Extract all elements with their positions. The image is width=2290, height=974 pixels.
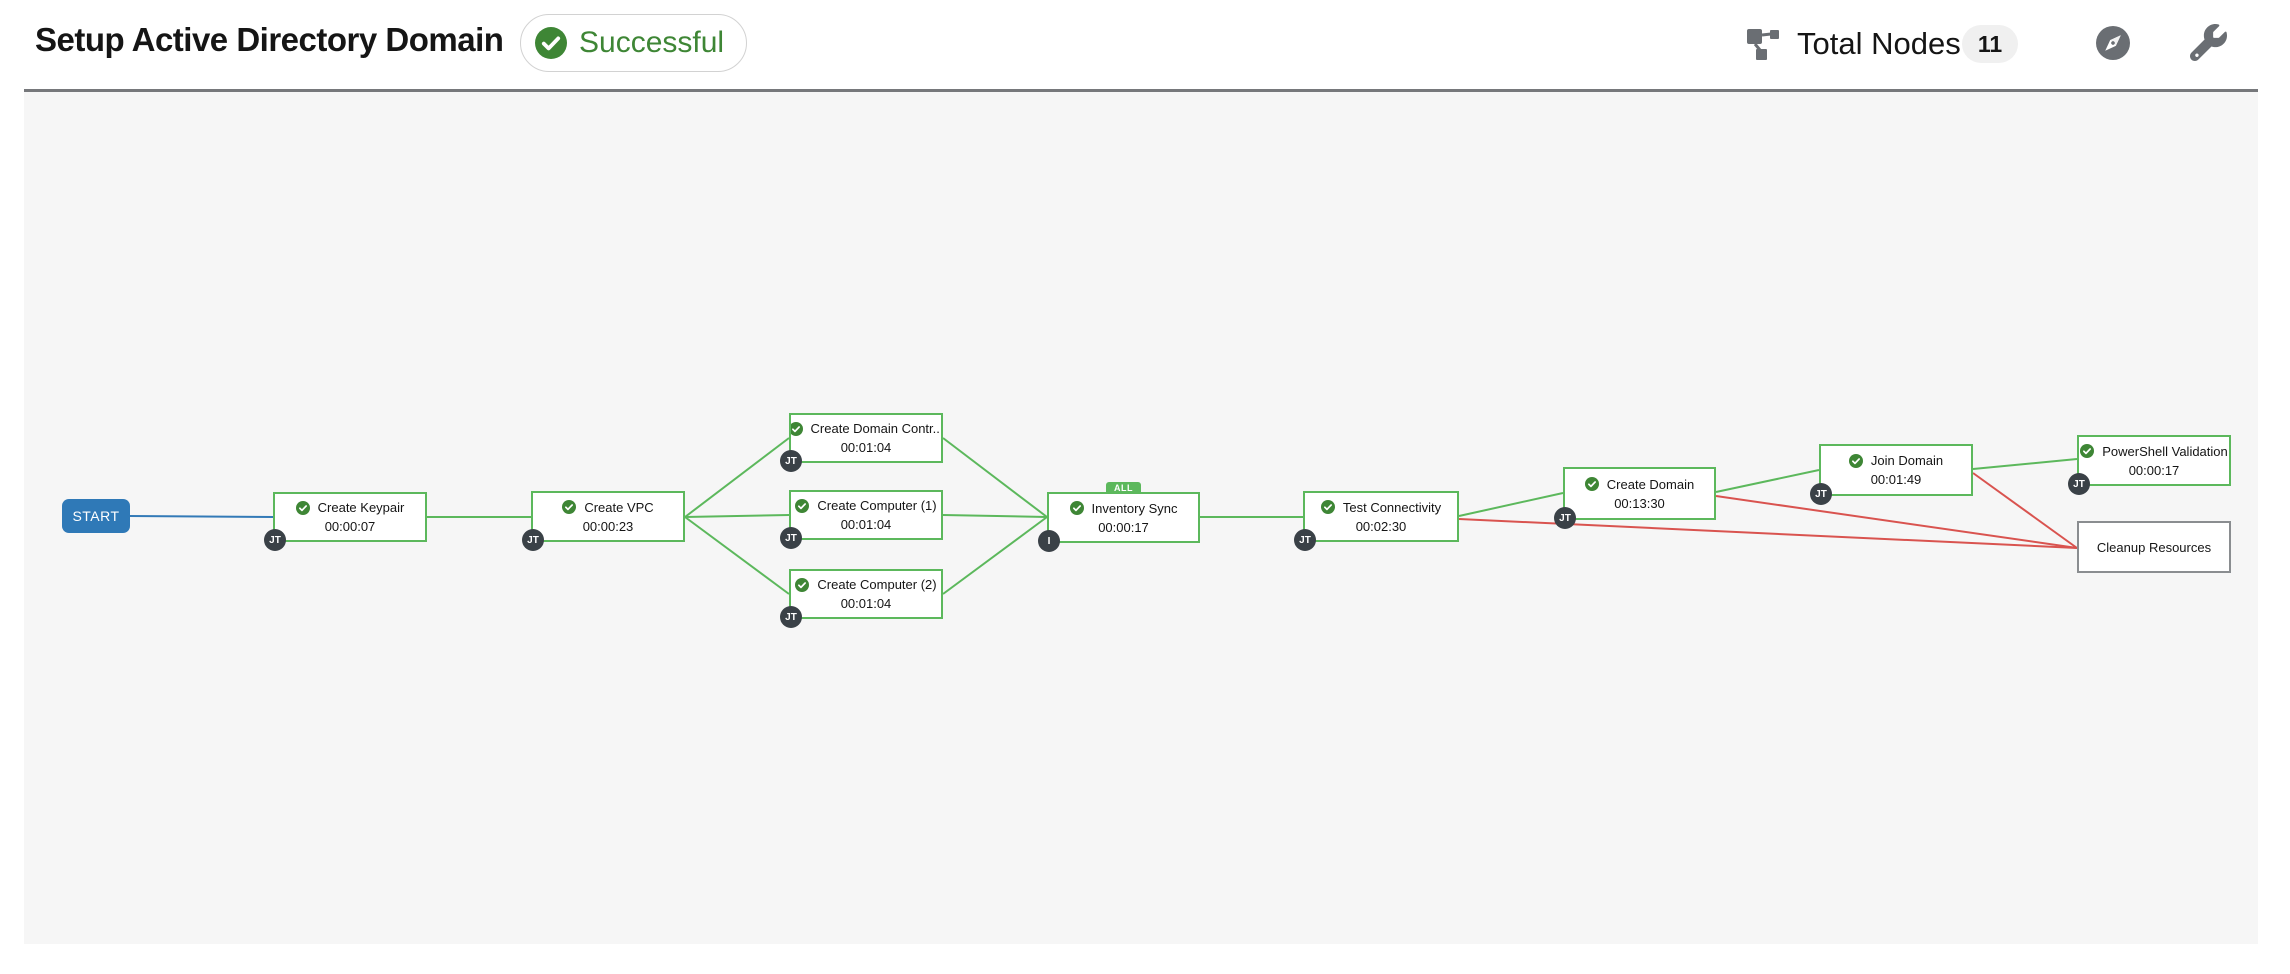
node-type-badge: JT [780,527,802,549]
node-title-row: Join Domain [1821,453,1971,468]
header: Setup Active Directory Domain Successful… [0,0,2290,92]
node-title-row: Test Connectivity [1305,500,1457,515]
node-label: Create Computer (2) [817,577,937,592]
node-label: Create VPC [584,499,654,515]
node-success-check-icon [1848,453,1863,468]
sitemap-icon [1744,24,1782,62]
node-convergence-badge: ALL [1106,482,1141,494]
success-check-icon [535,27,567,59]
node-label: Create Computer (1) [817,498,937,513]
node-label: PowerShell Validation [2102,443,2228,459]
node-elapsed-time: 00:02:30 [1355,518,1407,534]
node-label: Join Domain [1870,453,1944,468]
node-success-check-icon [1320,500,1335,514]
node-type-badge: I [1038,530,1060,552]
node-title-row: Cleanup Resources [2079,540,2229,555]
node-type-badge: JT [2068,473,2090,495]
node-label: Cleanup Resources [2096,539,2212,555]
node-label: Inventory Sync [1091,500,1178,516]
node-type-badge: JT [1810,483,1832,505]
node-elapsed-time: 00:01:04 [840,517,892,532]
node-type-badge: JT [264,529,286,551]
start-node[interactable]: START [62,499,130,533]
node-success-check-icon [795,577,810,592]
node-label: Create Domain Contr... [810,421,941,436]
node-success-check-icon [1584,477,1599,491]
total-nodes-count: 11 [1962,25,2018,63]
node-type-badge: JT [780,450,802,472]
node-label: Create Keypair [317,500,405,515]
node-elapsed-time: 00:00:07 [324,519,376,534]
node-elapsed-time: 00:01:04 [840,596,892,611]
total-nodes-label: Total Nodes [1797,26,1961,61]
node-type-badge: JT [1294,529,1316,551]
node-type-badge: JT [522,529,544,551]
node-elapsed-time: 00:00:23 [582,518,634,534]
node-label: Create Domain [1606,476,1695,492]
node-title-row: Inventory Sync [1049,501,1198,516]
status-badge: Successful [520,14,748,72]
node-elapsed-time: 00:01:04 [840,440,892,455]
node-title-row: Create Computer (1) [791,498,941,513]
node-title-row: Create Domain Contr... [791,421,941,436]
node-elapsed-time: 00:00:17 [1098,519,1149,535]
node-title-row: Create Keypair [275,500,425,515]
wrench-icon[interactable] [2190,24,2227,61]
node-elapsed-time: 00:13:30 [1614,495,1665,511]
node-label: Test Connectivity [1342,499,1442,515]
node-success-check-icon [562,500,577,514]
node-success-check-icon [795,498,810,513]
compass-icon[interactable] [2095,25,2131,61]
header-divider [24,89,2258,92]
node-elapsed-time: 00:01:49 [1870,472,1922,487]
node-type-badge: JT [1554,507,1576,529]
node-success-check-icon [2080,444,2095,458]
workflow-node-cleanup-resources[interactable]: Cleanup Resources [2077,521,2231,573]
node-success-check-icon [295,500,310,515]
node-success-check-icon [1069,501,1084,515]
node-title-row: PowerShell Validation [2079,444,2229,459]
page-title: Setup Active Directory Domain [35,21,504,58]
node-title-row: Create VPC [533,500,683,515]
status-label: Successful [579,26,725,59]
node-success-check-icon [791,421,803,436]
node-type-badge: JT [780,606,802,628]
node-title-row: Create Computer (2) [791,577,941,592]
node-elapsed-time: 00:00:17 [2128,462,2180,478]
node-title-row: Create Domain [1565,477,1714,492]
